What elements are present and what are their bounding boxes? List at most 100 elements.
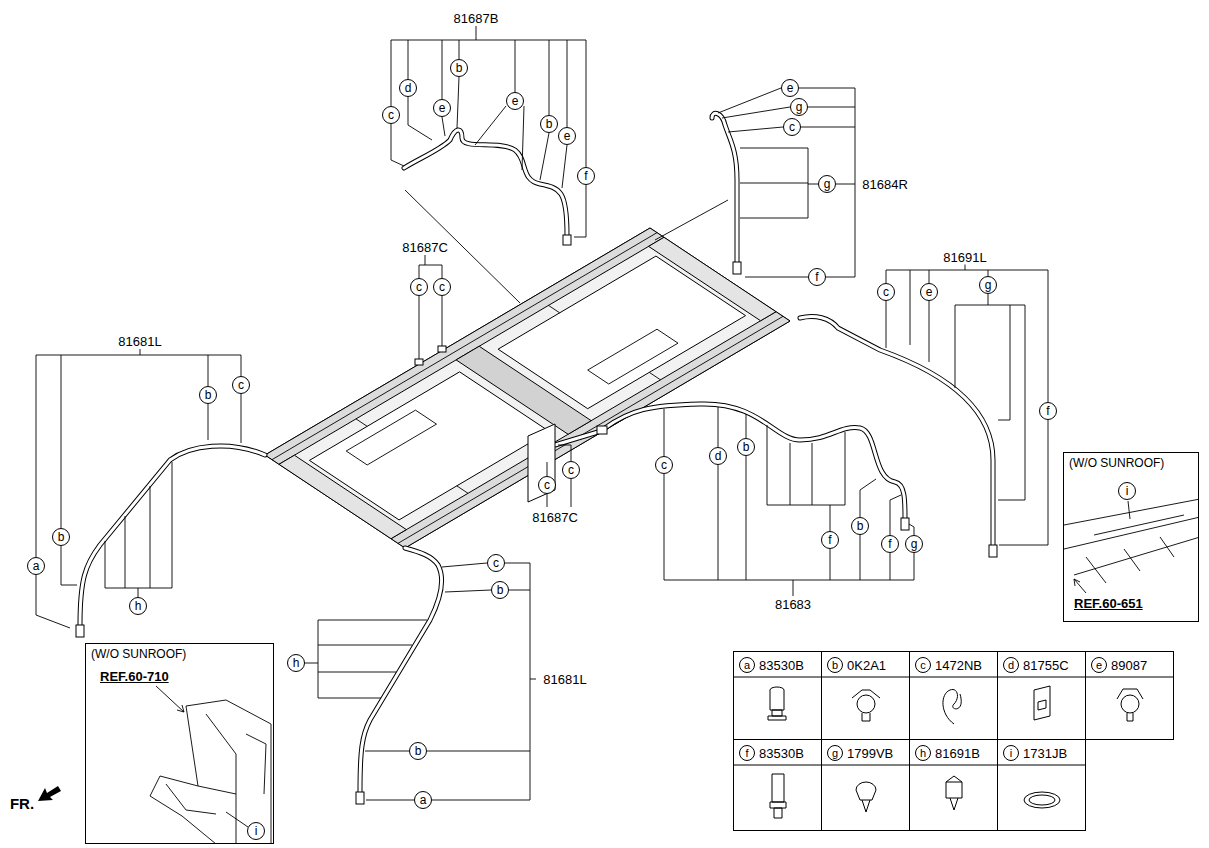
part-number: 81691L (941, 250, 988, 265)
leader-line (886, 270, 887, 283)
leader-line (562, 145, 567, 188)
leader-line (241, 355, 242, 376)
part-number: 89087 (1111, 659, 1147, 672)
inset-line (1128, 501, 1130, 519)
leader-line (812, 443, 813, 505)
leader-line (318, 620, 319, 698)
front-marker: FR. (10, 796, 34, 811)
legend-cell: g 1799VB (821, 739, 910, 831)
leader-line (860, 535, 861, 580)
leader-line (408, 40, 409, 79)
callout-letter: h (915, 745, 931, 761)
part-number: 81683 (773, 597, 813, 612)
frame-detail (649, 372, 660, 379)
leader-line (836, 184, 855, 185)
leader-line (567, 40, 568, 127)
rail-line (398, 316, 783, 543)
part-icon-shape (856, 782, 876, 812)
leader-line (586, 40, 587, 167)
legend-cell: d81755C (997, 651, 1086, 740)
leader-line (138, 588, 139, 597)
reference-link: REF.60-710 (100, 670, 169, 683)
leader-line (425, 255, 426, 265)
inset-line (1074, 537, 1198, 575)
hose-clip (415, 359, 423, 365)
hose-fitting (563, 235, 571, 245)
cross-member (456, 346, 591, 434)
callout-letter: e (506, 92, 524, 110)
leader-line (318, 620, 427, 621)
leader-line (208, 355, 209, 386)
cell-divider (998, 677, 1085, 678)
inset-line (246, 734, 266, 794)
leader-line (419, 265, 442, 266)
part-number: 1799VB (847, 747, 893, 760)
callout-letter: d (709, 447, 727, 465)
legend-cell: b0K2A1 (821, 651, 910, 740)
hose-fitting (989, 545, 997, 557)
part-number: 83530B (759, 747, 804, 760)
inset-line (1160, 537, 1174, 557)
legend-cell: i1731JB (997, 739, 1086, 831)
callout-letter: b (450, 59, 468, 77)
frame-detail (457, 486, 468, 493)
callout-letter: c (433, 278, 451, 296)
callout-letter: c (232, 376, 250, 394)
leader-line (571, 479, 572, 507)
frame-detail (549, 305, 560, 312)
leader-line (391, 40, 392, 106)
inset-line (1124, 549, 1140, 571)
callout-letter: b (851, 517, 869, 535)
callout-letter: g (818, 175, 836, 193)
callout-letter: f (739, 745, 755, 761)
callout-letter: f (808, 268, 826, 286)
inset-line (177, 705, 184, 712)
callout-letter: g (827, 745, 843, 761)
inset-title: (W/O SUNROOF) (91, 648, 186, 660)
leader-line (442, 563, 487, 567)
leader-line (408, 97, 432, 140)
leader-line (767, 505, 845, 506)
leader-line (746, 414, 747, 438)
callout-letter: c (915, 657, 931, 673)
leader-line (549, 40, 550, 115)
callout-letter: f (821, 531, 839, 549)
callout-letter: a (414, 791, 432, 809)
bracket-plate (528, 424, 555, 502)
part-icon-shape (852, 690, 880, 721)
drain-hose (555, 432, 598, 445)
part-icon-shape (946, 776, 962, 810)
drain-hose (800, 316, 993, 545)
callout-letter: e (781, 79, 799, 97)
callout-letter: c (877, 283, 895, 301)
inset-box: (W/O SUNROOF) REF.60-710 (85, 643, 274, 844)
inset-line (206, 714, 236, 843)
leader-line (890, 495, 901, 535)
hose-clip (438, 346, 446, 352)
leader-line (965, 264, 966, 270)
leader-line (955, 305, 956, 388)
frame-detail (588, 329, 678, 384)
part-icon-shape (1034, 686, 1050, 720)
drain-hose (712, 113, 737, 262)
callout-letter: f (577, 167, 595, 185)
cell-divider (734, 677, 821, 678)
part-number: 83530B (759, 659, 804, 672)
inset-illustration (1064, 453, 1198, 621)
hose-fitting (733, 262, 741, 274)
callout-letter: b (827, 657, 843, 673)
leader-line (522, 106, 524, 170)
part-number: 81687B (452, 11, 501, 26)
leader-line (105, 541, 106, 588)
cell-divider (910, 765, 997, 766)
leader-line (574, 185, 586, 237)
callout-letter: b (540, 115, 558, 133)
leader-line (830, 505, 831, 531)
leader-line (808, 107, 855, 108)
leader-line (664, 474, 665, 580)
leader-line (845, 432, 846, 505)
part-number: 81681L (541, 672, 588, 687)
leader-line (530, 679, 536, 680)
leader-line (318, 672, 396, 673)
leader-line (740, 218, 808, 219)
